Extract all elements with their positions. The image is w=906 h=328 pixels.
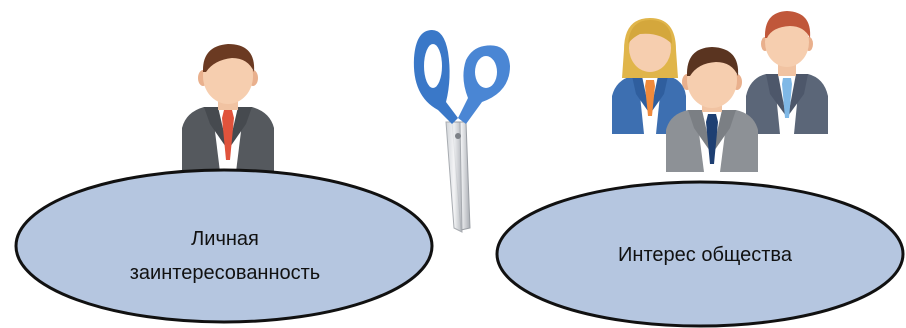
left-ellipse xyxy=(14,168,434,324)
person-man-front xyxy=(666,47,758,172)
scissors-icon xyxy=(413,30,510,233)
person-woman xyxy=(612,18,686,134)
group-icon xyxy=(612,11,828,172)
person-icon xyxy=(182,44,274,172)
personal-interest-label: Личная заинтересованность xyxy=(90,222,360,290)
public-interest-label: Интерес общества xyxy=(618,244,792,266)
personal-interest-line2: заинтересованность xyxy=(129,262,321,284)
right-ellipse xyxy=(495,180,905,328)
person-man-right xyxy=(746,11,828,134)
personal-interest-line1: Личная xyxy=(191,228,259,250)
